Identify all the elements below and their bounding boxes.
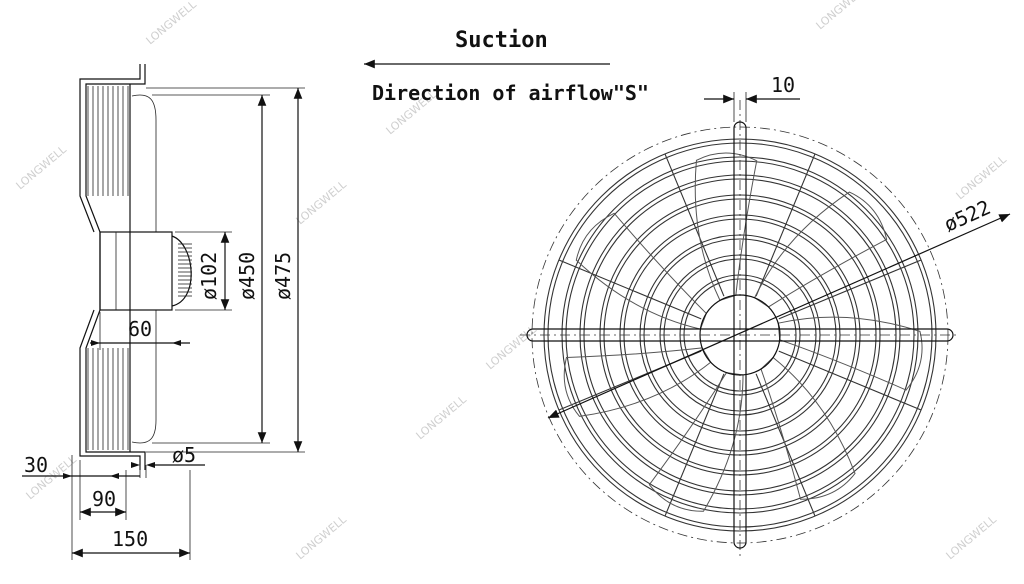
dim-line-d522 — [547, 213, 1011, 419]
arrowhead — [110, 473, 119, 479]
guard-spoke — [778, 350, 922, 411]
guard-spoke — [778, 259, 922, 320]
dim-d450: ø450 — [235, 252, 259, 300]
watermark-text: LONGWELL — [944, 512, 1000, 562]
arrowhead — [91, 340, 100, 346]
guard-spoke — [664, 153, 725, 297]
guard-hatch — [87, 86, 129, 450]
watermark-text: LONGWELL — [294, 177, 350, 227]
arrowhead — [63, 473, 72, 479]
airflow-header: Suction Direction of airflow"S" — [364, 28, 649, 105]
dim-10: 10 — [771, 73, 795, 97]
dim-30: 30 — [24, 453, 48, 477]
dim-90: 90 — [92, 487, 116, 511]
front-view: 10 ø522 — [520, 73, 1011, 560]
airflow-label: Direction of airflow"S" — [372, 81, 649, 105]
watermark-text: LONGWELL — [414, 392, 470, 442]
dim-d475: ø475 — [271, 252, 295, 300]
side-view: ø102 ø450 ø475 60 ø5 30 90 150 — [22, 64, 305, 560]
fan-blade — [753, 191, 888, 308]
motor-fins — [178, 243, 192, 297]
dim-d522: ø522 — [940, 195, 994, 237]
shroud-profile — [85, 64, 146, 470]
motor-body — [99, 231, 173, 311]
watermark-text: LONGWELL — [954, 152, 1010, 202]
arrowhead — [172, 340, 181, 346]
watermark-text: LONGWELL — [294, 512, 350, 562]
shroud-inner-profile — [79, 64, 141, 470]
watermark-text: LONGWELL — [144, 0, 200, 47]
motor-cap — [171, 235, 192, 307]
watermark-text: LONGWELL — [14, 142, 70, 192]
arrowhead — [146, 462, 155, 468]
guard-spoke — [558, 259, 702, 320]
dim-60: 60 — [128, 317, 152, 341]
dim-d5: ø5 — [172, 443, 196, 467]
watermark-text: LONGWELL — [814, 0, 870, 32]
arrowhead — [131, 462, 140, 468]
blade-silhouette — [131, 94, 157, 444]
guard-spoke — [664, 373, 725, 517]
guard-spoke — [755, 153, 816, 297]
suction-label: Suction — [455, 28, 548, 53]
dim-d102: ø102 — [197, 252, 221, 300]
dim-150: 150 — [112, 527, 148, 551]
